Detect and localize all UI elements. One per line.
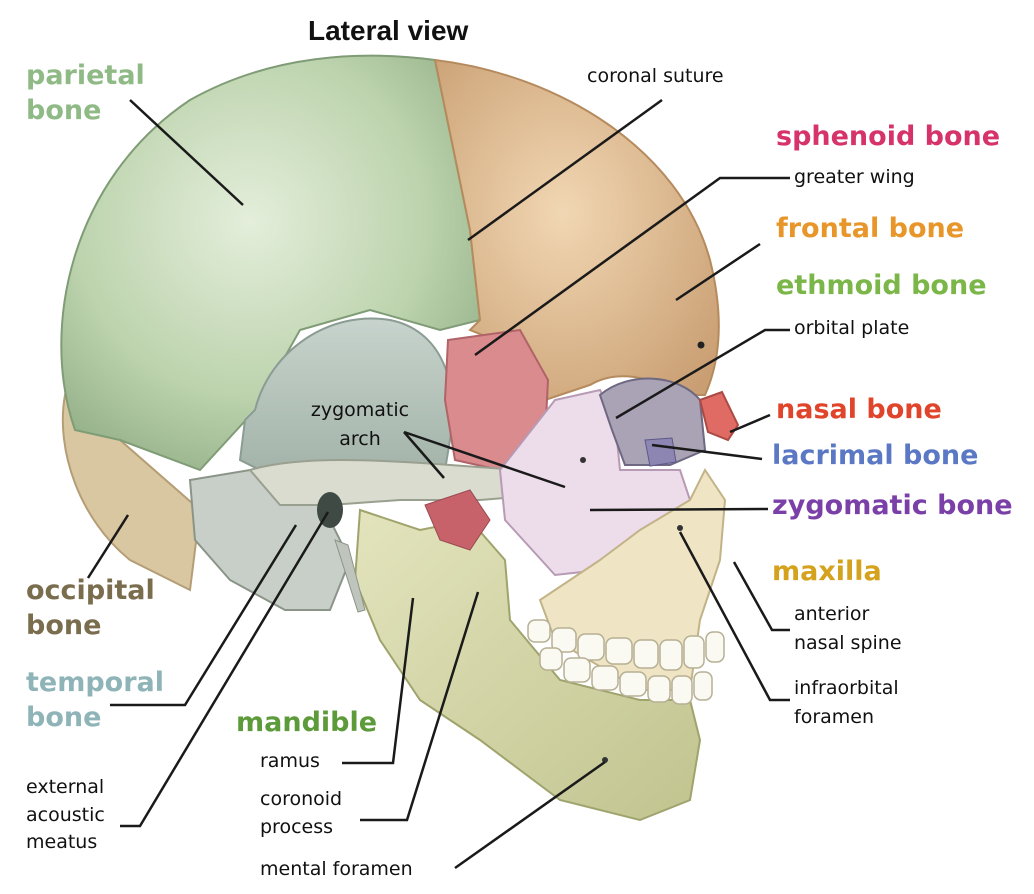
label-maxilla: maxilla <box>772 558 882 586</box>
lacrimal-bone <box>645 438 676 466</box>
label-mandible: mandible <box>236 709 377 737</box>
label-temporal-bone: temporal bone <box>26 665 164 735</box>
label-ethmoid-bone: ethmoid bone <box>776 272 987 300</box>
diagram-title: Lateral view <box>308 16 468 45</box>
label-zygomatic-arch: zygomatic arch <box>296 396 424 455</box>
label-infraorbital-foramen: infraorbital foramen <box>794 674 899 733</box>
label-coronoid-process: coronoid process <box>260 786 342 841</box>
label-greater-wing: greater wing <box>794 163 915 192</box>
zygomatic-foramen <box>580 457 586 463</box>
infraorbital-foramen <box>677 525 683 531</box>
label-occipital-bone: occipital bone <box>26 573 155 643</box>
label-nasal-bone: nasal bone <box>776 396 942 424</box>
label-frontal-bone: frontal bone <box>776 215 964 243</box>
label-external-acoustic-meatus: external acoustic meatus <box>26 774 105 857</box>
label-zygomatic-bone: zygomatic bone <box>772 492 1013 520</box>
label-orbital-plate: orbital plate <box>794 314 909 343</box>
label-parietal-bone: parietal bone <box>26 58 145 128</box>
label-sphenoid-bone: sphenoid bone <box>776 123 1000 151</box>
label-ramus: ramus <box>260 747 320 776</box>
zygomatic-bone-leader <box>590 509 768 510</box>
label-lacrimal-bone: lacrimal bone <box>772 442 978 470</box>
label-anterior-nasal-spine: anterior nasal spine <box>794 600 902 659</box>
label-mental-foramen: mental foramen <box>260 855 413 884</box>
frontal-foramen <box>698 342 705 349</box>
nasal-bone <box>700 392 738 440</box>
label-coronal-suture: coronal suture <box>587 62 724 91</box>
